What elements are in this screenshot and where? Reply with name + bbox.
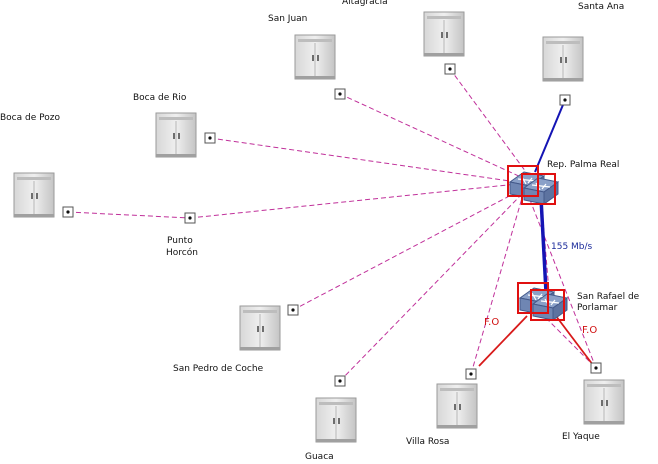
server-cabinet-icon (294, 34, 336, 80)
connector-point-icon (334, 375, 346, 387)
link-villa-rosa (470, 197, 523, 375)
connector-point-icon (334, 88, 346, 100)
label-horcon: Horcón (166, 248, 198, 258)
label-san-pedro: San Pedro de Coche (173, 364, 264, 374)
label-palma-real: Rep. Palma Real (547, 160, 620, 170)
label-santa-ana: Santa Ana (578, 2, 625, 12)
highlight-box (530, 289, 565, 321)
san-rafael-switches (517, 282, 568, 321)
connector-point-icon (287, 304, 299, 316)
label-boca-de-rio: Boca de Rio (133, 93, 187, 103)
server-cabinet-icon (583, 379, 625, 425)
link-punto-horcon (189, 183, 518, 219)
highlight-box (521, 173, 556, 205)
label-altagracia: Altagracia (342, 0, 388, 7)
highlight-box (517, 282, 549, 314)
label-san-rafael-2: Porlamar (577, 303, 618, 313)
server-cabinet-icon (315, 397, 357, 443)
server-cabinet-icon (436, 383, 478, 429)
link-guaca (339, 195, 521, 382)
link-el-yaque (529, 199, 597, 369)
backbone-link (539, 197, 548, 293)
connector-point-icon (204, 132, 216, 144)
server-cabinet-icon (239, 305, 281, 351)
server-cabinet-icon (423, 11, 465, 57)
connector-point-icon (184, 212, 196, 224)
palma-real-switches (507, 165, 559, 205)
connector-point-icon (444, 63, 456, 75)
link-boca-de-pozo (67, 211, 191, 219)
dashed-links (67, 68, 597, 382)
link-san-pedro (292, 191, 518, 311)
label-villa-rosa: Villa Rosa (406, 437, 450, 447)
server-cabinet-icon (542, 36, 584, 82)
label-fo-left: F.O (484, 317, 500, 328)
link-boca-de-rio (209, 137, 518, 183)
label-guaca: Guaca (305, 452, 334, 462)
link-san-juan (339, 93, 524, 179)
label-fo-right: F.O (582, 325, 598, 336)
label-backbone-speed: 155 Mb/s (551, 242, 593, 252)
label-san-juan: San Juan (268, 14, 308, 24)
server-cabinet-icon (13, 172, 55, 218)
fiber-link-el-yaque (555, 315, 594, 366)
label-el-yaque: El Yaque (562, 432, 600, 442)
connector-point-icon (559, 94, 571, 106)
link-el-yaque-2 (545, 317, 597, 369)
server-cabinet-icon (155, 112, 197, 158)
label-san-rafael-1: San Rafael de (577, 292, 640, 302)
fiber-link-villa-rosa (478, 315, 528, 367)
connector-point-icon (62, 206, 74, 218)
label-punto: Punto (167, 236, 193, 246)
link-altagracia (449, 68, 527, 173)
label-boca-de-pozo: Boca de Pozo (0, 113, 60, 123)
link-santa-ana (534, 99, 566, 173)
connector-point-icon (465, 368, 477, 380)
connector-point-icon (590, 362, 602, 374)
